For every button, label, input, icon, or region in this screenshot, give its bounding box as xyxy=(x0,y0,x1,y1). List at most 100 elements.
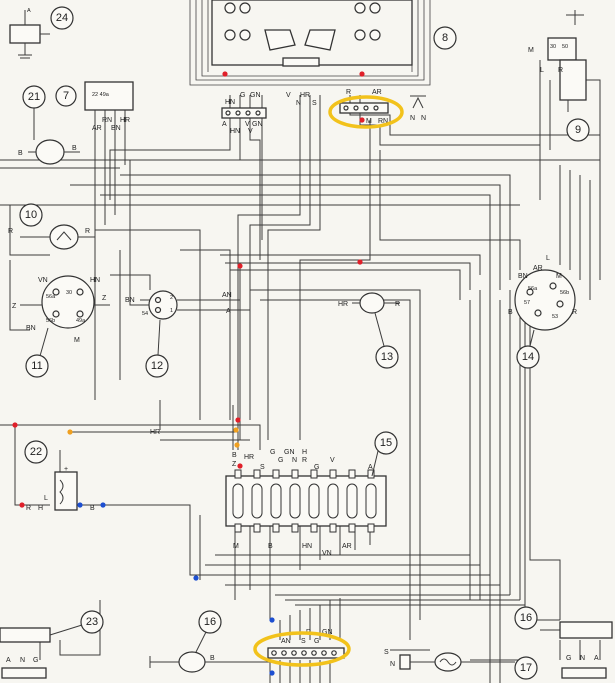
label-conn8-v: V xyxy=(245,121,250,128)
component-24-relay: 24 A xyxy=(9,6,74,59)
connector-pin xyxy=(271,650,277,656)
label-conn8-n2: N xyxy=(410,115,415,122)
component-17-lamp: 17 S N xyxy=(384,649,538,680)
label-16b-n: N xyxy=(580,655,585,662)
component-10-switch: 10 R R xyxy=(8,203,95,250)
label-22-l: L xyxy=(44,495,48,502)
label-11-30: 30 xyxy=(66,290,72,296)
label-bot-gn: GN xyxy=(322,629,333,636)
component-13-number: 13 xyxy=(381,351,393,363)
label-11-z-left: Z xyxy=(12,303,17,310)
label-12-an: AN xyxy=(222,292,232,299)
label-conn8-ar: AR xyxy=(372,89,382,96)
component-16-right: 16 G N A xyxy=(514,606,613,679)
label-14-l: L xyxy=(546,255,550,262)
fuse-terminal-bottom xyxy=(310,523,318,533)
component-21-number: 21 xyxy=(28,91,40,103)
component-23-horn: 16 B xyxy=(149,610,222,673)
label-16a-n: N xyxy=(20,657,25,664)
label-14-r: R xyxy=(572,309,577,316)
label-11-bn: BN xyxy=(26,325,36,332)
fuse-terminal-bottom xyxy=(272,523,280,533)
highlight-connector-8 xyxy=(328,95,404,129)
label-fuse-m: M xyxy=(233,543,239,550)
connector-8-left: HN G GN A HN V GN V xyxy=(221,92,267,135)
connector-pin xyxy=(321,650,327,656)
label-fuse-hn: HN xyxy=(302,543,312,550)
component-21-lamp: 21 B B xyxy=(18,85,80,165)
fuse-terminal-bottom xyxy=(234,523,242,533)
component-15-number: 15 xyxy=(380,437,392,449)
label-mid-hr: HR xyxy=(150,429,160,436)
label-conn8-hr: HR xyxy=(300,92,310,99)
label-16a-a: A xyxy=(6,657,11,664)
label-9-m: M xyxy=(528,47,534,54)
connector-bottom: AN S G GN R xyxy=(253,629,351,667)
label-14-b: B xyxy=(508,309,513,316)
label-14-ar: AR xyxy=(533,265,543,272)
label-16a-g: G xyxy=(33,657,38,664)
label-conn8-a: A xyxy=(222,121,227,128)
fuse-cartridge xyxy=(251,483,263,519)
component-8-number: 8 xyxy=(442,32,448,44)
component-16-left: 23 A N G xyxy=(0,610,104,679)
label-12-1: 1 xyxy=(170,308,173,314)
fuse-terminal-top xyxy=(291,469,299,479)
label-fuse-g3: G xyxy=(314,464,319,471)
label-22-plus: + xyxy=(64,466,68,473)
label-fuse-s: S xyxy=(260,464,265,471)
fuse-cartridge xyxy=(327,483,339,519)
label-12-2: 2 xyxy=(170,295,173,301)
label-17-s: S xyxy=(384,649,389,656)
label-fuse-h: H xyxy=(302,449,307,456)
label-11-vn: VN xyxy=(38,277,48,284)
label-fuse-a: A xyxy=(368,464,373,471)
label-7-rn: RN xyxy=(102,117,112,124)
label-fuse-r: R xyxy=(302,457,307,464)
fuse-terminal-bottom xyxy=(348,523,356,533)
component-24-number: 24 xyxy=(56,12,68,24)
component-7-number: 7 xyxy=(63,90,69,102)
component-8-cluster: 8 xyxy=(211,0,457,67)
component-11-number: 11 xyxy=(31,360,42,372)
fuse-cartridge xyxy=(346,483,358,519)
label-conn8-s: S xyxy=(312,100,317,107)
label-21-b-left: B xyxy=(18,150,23,157)
label-conn8-gn2: GN xyxy=(252,121,263,128)
connector-pin xyxy=(281,650,287,656)
label-fuse-v: V xyxy=(330,457,335,464)
label-11-z-right: Z xyxy=(102,295,107,302)
label-fuse-hr: HR xyxy=(244,454,254,461)
highlight-connector-bottom xyxy=(253,631,351,667)
fuse-terminal-top xyxy=(234,469,242,479)
label-11-56a: 56a xyxy=(46,294,56,300)
component-7-relay: 7 22 49a AR BN RN HR xyxy=(55,81,134,240)
fuse-terminal-bottom xyxy=(367,523,375,533)
fuse-cartridge xyxy=(365,483,377,519)
label-fuse-n: N xyxy=(292,457,297,464)
label-conn8-n: N xyxy=(296,100,301,107)
label-14-m: M xyxy=(556,273,562,280)
component-23-number: 16 xyxy=(204,616,216,628)
label-bot-s: S xyxy=(301,638,306,645)
fuse-terminal-top xyxy=(348,469,356,479)
label-22-h: H xyxy=(38,505,43,512)
fuse-terminal-top xyxy=(367,469,375,479)
label-conn8-r: R xyxy=(346,89,351,96)
component-15-fuse-block: 15 B Z HR S G GN G N H R G V A M B HN VN… xyxy=(225,431,398,557)
fuse-terminal-top xyxy=(329,469,337,479)
label-bot-g: G xyxy=(314,638,319,645)
label-fuse-vn: VN xyxy=(322,550,332,557)
label-12-a: A xyxy=(226,308,231,315)
label-12-54: 54 xyxy=(142,311,148,317)
connector-pin xyxy=(301,650,307,656)
label-fuse-b2: B xyxy=(268,543,273,550)
label-fuse-ar: AR xyxy=(342,543,352,550)
label-fuse-gn: GN xyxy=(284,449,295,456)
label-conn8-hn2: HN xyxy=(230,128,240,135)
component-14-switch: 14 BN AR L M B R 57 53 56a 56b xyxy=(508,255,577,369)
label-14-56b: 56b xyxy=(560,290,569,296)
label-fuse-z: Z xyxy=(232,461,237,468)
